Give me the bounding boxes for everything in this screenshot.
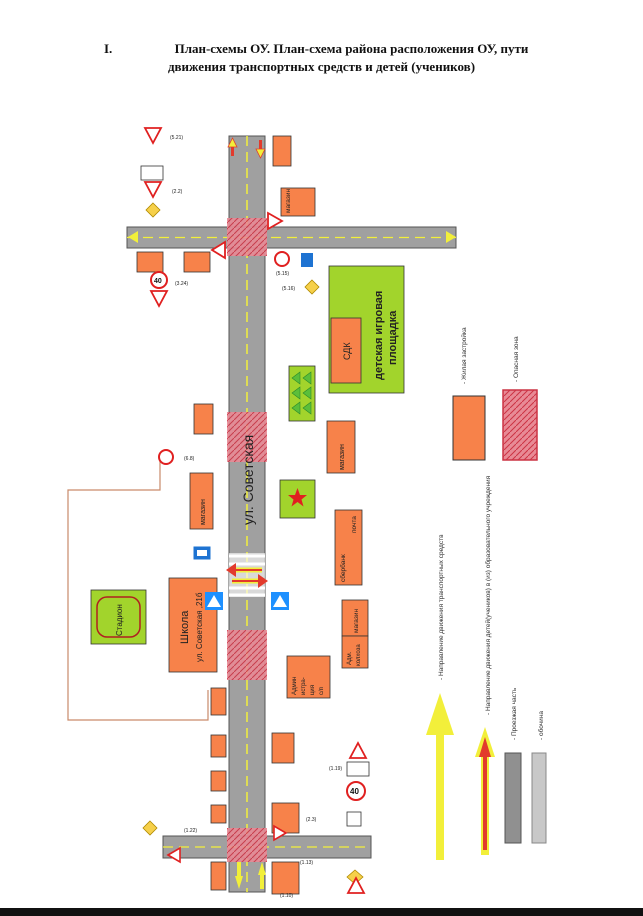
admin-kolkhoz-label-1: Адм. — [347, 651, 353, 665]
admin-kolkhoz — [341, 635, 369, 669]
danger-zone-middle — [227, 412, 267, 462]
playground-label-2: площадка — [387, 310, 399, 365]
vehicle-arrow-left — [128, 231, 138, 243]
vehicle-arrow-top-up — [227, 137, 238, 156]
sign-code-6-8: (6.8) — [184, 456, 195, 462]
magazin-right-top — [280, 187, 316, 217]
sign-bottom-right: (1.13) (1.10) — [280, 860, 366, 899]
administration-label-2: истра- — [301, 677, 307, 695]
sign-no-stopping-left: (6.8) — [158, 449, 195, 465]
heading-line-1: План-схемы ОУ. План-схема района располо… — [174, 41, 529, 56]
legend-carriageway-swatch — [504, 752, 522, 844]
administration-sp — [286, 655, 331, 699]
legend-sidewalk-swatch — [531, 752, 547, 844]
sign-code-2-3: (2.3) — [306, 817, 317, 823]
sign-no-entry-top-right: (5.15) (5.16) — [274, 251, 320, 295]
building-left-3 — [193, 403, 214, 435]
sberbank-post-building — [334, 509, 363, 586]
building-left-5 — [210, 734, 227, 758]
legend-sidewalk-label: - обочина — [537, 711, 545, 740]
heading-line-2: движения транспортных средств и детей (у… — [167, 59, 476, 74]
magazin-right-middle-label: магазин — [339, 444, 346, 470]
building-right-1 — [272, 135, 292, 167]
speed-40-top-text: 40 — [154, 278, 162, 285]
school-address: ул. Советская ,21б — [195, 592, 204, 662]
building-left-2 — [183, 251, 211, 273]
school-label: Школа — [179, 610, 191, 644]
vehicle-arrow-top-down — [255, 140, 266, 159]
vehicle-arrow-right — [446, 231, 456, 243]
legend-housing-swatch — [452, 395, 486, 461]
legend-carriageway-label: - Проезжая часть — [511, 687, 518, 740]
vehicle-arrow-bottom-up — [258, 862, 266, 889]
building-left-7 — [210, 804, 227, 824]
vehicle-arrow-bottom-down — [235, 862, 243, 889]
admin-kolkhoz-label-2: колхоза — [356, 644, 362, 666]
playground-label-1: детская игровая — [373, 291, 385, 380]
page-heading: I. План-схемы ОУ. План-схема района расп… — [0, 40, 643, 76]
magazin-right-bottom-label: магазин — [353, 609, 360, 633]
legend-danger-swatch — [502, 389, 538, 461]
sign-code-1-10: (1.10) — [280, 893, 293, 899]
building-right-4 — [271, 861, 300, 895]
legend-children-label: - Направление движения детей(учеников) в… — [484, 475, 492, 715]
administration-label-3: ция — [310, 685, 316, 695]
sign-triangle-road-top — [210, 211, 284, 260]
legend-vehicle-arrow — [426, 693, 454, 860]
magazin-left-label: магазин — [200, 499, 207, 525]
building-left-8 — [210, 861, 227, 891]
page-bottom-bar — [0, 908, 643, 916]
administration-label-4: с/п — [319, 687, 325, 695]
legend: - Жилая застройка - Опасная зона - Напра… — [426, 327, 547, 860]
sign-children-bottom: (1.19) 40 (2.3) — [306, 741, 370, 827]
sign-code-1-13: (1.13) — [300, 860, 313, 866]
sign-priority-bottom-left: (1.22) — [142, 820, 288, 864]
sign-speed-40-top: 40 (3.24) — [149, 271, 188, 308]
administration-label-1: Админ — [292, 677, 298, 695]
star-icon — [288, 488, 307, 507]
building-left-1 — [136, 251, 164, 273]
magazin-right-middle — [326, 420, 356, 474]
magazin-left — [189, 472, 214, 530]
sign-pedestrian-left — [205, 592, 223, 610]
legend-vehicle-label: - Направление движения транспортных сред… — [438, 534, 445, 680]
sign-code-2-2: (2.2) — [172, 189, 183, 195]
sign-pedestrian-right — [271, 592, 289, 610]
sign-code-3-24: (3.24) — [175, 281, 188, 287]
danger-zone-bottom — [227, 828, 267, 862]
speed-40-bottom-text: 40 — [350, 787, 359, 796]
magazin-right-bottom — [341, 599, 369, 637]
sign-code-5-15: (5.15) — [276, 271, 289, 277]
heading-number: I. — [104, 41, 113, 56]
stadium-label: Стадион — [115, 604, 124, 636]
building-left-4 — [210, 687, 227, 716]
sdk-label-overlay: СДК — [342, 342, 352, 360]
walking-path — [67, 460, 209, 721]
sign-code-5-21: (5.21) — [170, 135, 183, 141]
magazin-right-top-label: магазин — [285, 189, 292, 213]
legend-children-arrow — [475, 727, 495, 855]
sign-bus-stop-left — [192, 545, 212, 561]
sign-code-1-22: (1.22) — [184, 828, 197, 834]
danger-zone-school — [227, 630, 267, 680]
sign-yield-top: (5.21) — [143, 127, 183, 145]
children-crossing-arrows — [226, 563, 268, 588]
legend-danger-label: - Опасная зона — [513, 336, 520, 382]
sberbank-label: сбербанк — [339, 554, 347, 582]
sign-yield-2: (2.2) — [140, 165, 183, 218]
sign-code-1-19: (1.19) — [329, 766, 342, 772]
building-right-2 — [271, 732, 295, 764]
building-left-6 — [210, 770, 227, 792]
street-name: ул. Советская — [240, 435, 256, 525]
pochta-label: почта — [351, 516, 358, 533]
sign-code-5-16: (5.16) — [282, 286, 295, 292]
danger-zone-top — [227, 218, 267, 256]
legend-housing-label: - Жилая застройка — [460, 327, 468, 384]
